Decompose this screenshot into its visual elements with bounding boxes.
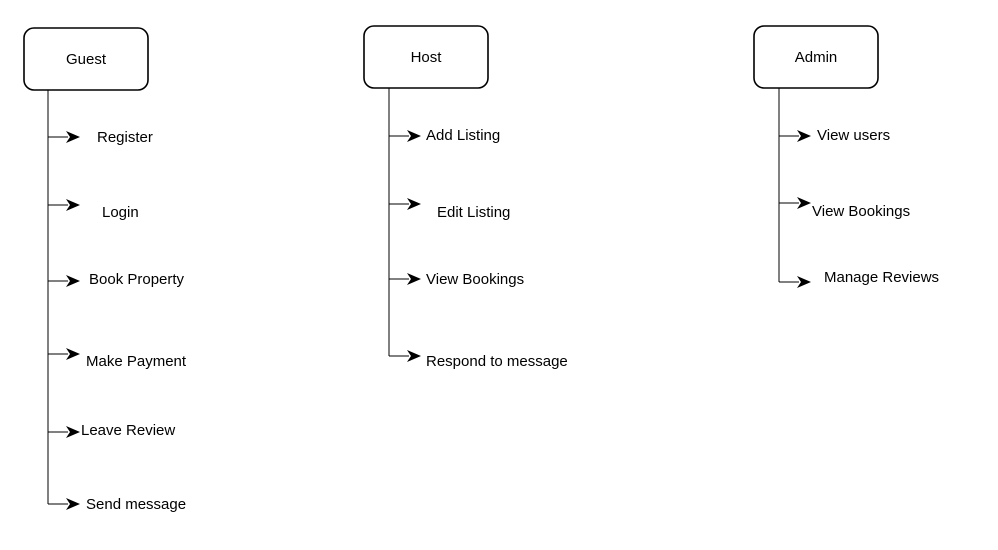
host-item-view-bookings: View Bookings: [389, 271, 524, 288]
arrowhead-icon: [407, 198, 421, 210]
guest-role-box: [23, 27, 149, 91]
host-role-label: Host: [411, 49, 443, 66]
host-item-label: Add Listing: [426, 127, 500, 144]
arrowhead-icon: [407, 273, 421, 285]
arrowhead-icon: [66, 275, 80, 287]
host-item-label: View Bookings: [426, 271, 524, 288]
arrowhead-icon: [797, 276, 811, 288]
arrowhead-icon: [66, 426, 80, 438]
guest-item-label: Make Payment: [86, 353, 187, 370]
arrowhead-icon: [66, 199, 80, 211]
admin-item-manage-reviews: Manage Reviews: [779, 269, 939, 288]
admin-item-view-users: View users: [779, 127, 890, 144]
host-item-label: Respond to message: [426, 353, 568, 370]
guest-item-label: Send message: [86, 496, 186, 513]
guest-item-label: Login: [102, 204, 139, 221]
admin-item-view-bookings: View Bookings: [779, 197, 910, 220]
admin-role-box: [753, 25, 879, 89]
guest-item-send-message: Send message: [48, 496, 186, 513]
host-role-box: [363, 25, 489, 89]
guest-item-book-property: Book Property: [48, 271, 185, 288]
arrowhead-icon: [66, 348, 80, 360]
guest-item-label: Register: [97, 129, 153, 146]
arrowhead-icon: [66, 498, 80, 510]
host-item-label: Edit Listing: [437, 204, 510, 221]
admin-column: Admin View users View Bookings Manage Re…: [753, 25, 939, 288]
guest-item-label: Leave Review: [81, 422, 175, 439]
arrowhead-icon: [407, 130, 421, 142]
host-item-add-listing: Add Listing: [389, 127, 500, 144]
guest-item-leave-review: Leave Review: [48, 422, 175, 439]
guest-item-label: Book Property: [89, 271, 185, 288]
admin-item-label: View Bookings: [812, 203, 910, 220]
admin-role-label: Admin: [795, 49, 838, 66]
admin-item-label: Manage Reviews: [824, 269, 939, 286]
admin-item-label: View users: [817, 127, 890, 144]
guest-item-register: Register: [48, 129, 153, 146]
host-item-edit-listing: Edit Listing: [389, 198, 510, 221]
arrowhead-icon: [797, 197, 811, 209]
guest-item-login: Login: [48, 199, 139, 221]
guest-item-make-payment: Make Payment: [48, 348, 187, 370]
guest-column: Guest Register Login Book Property Make …: [23, 27, 187, 513]
host-column: Host Add Listing Edit Listing View Booki…: [363, 25, 568, 370]
host-item-respond-to-message: Respond to message: [389, 350, 568, 370]
arrowhead-icon: [407, 350, 421, 362]
arrowhead-icon: [66, 131, 80, 143]
arrowhead-icon: [797, 130, 811, 142]
guest-role-label: Guest: [66, 51, 107, 68]
